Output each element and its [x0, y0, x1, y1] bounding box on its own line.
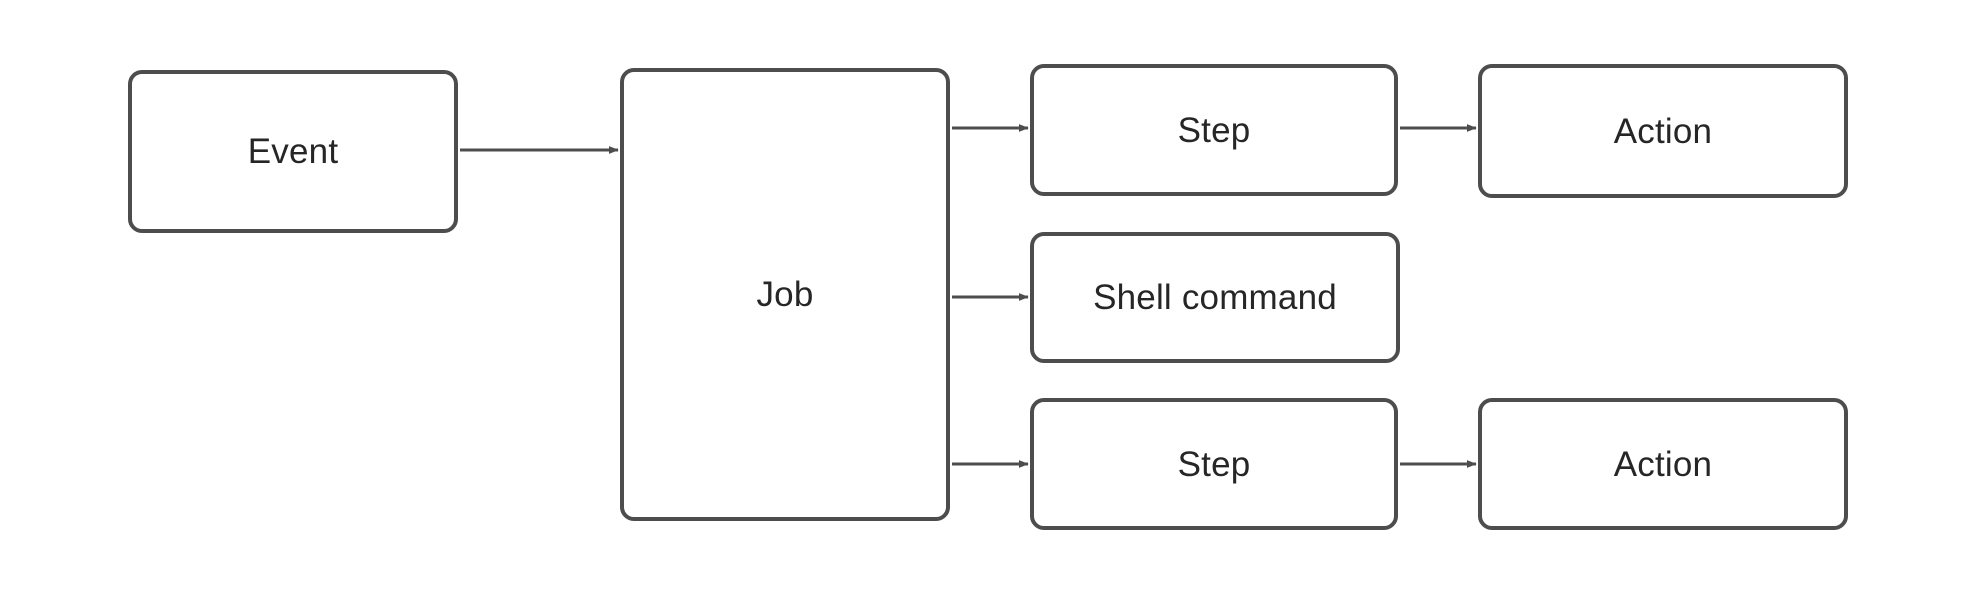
node-job-label: Job — [756, 275, 814, 314]
node-step-bottom[interactable]: Step — [1030, 398, 1398, 530]
node-shell-command-label: Shell command — [1093, 278, 1337, 317]
node-action-top-label: Action — [1613, 111, 1713, 151]
node-action-bottom-label: Action — [1613, 444, 1713, 484]
node-step-top[interactable]: Step — [1030, 64, 1398, 196]
node-event-label: Event — [247, 132, 339, 171]
node-step-bottom-label: Step — [1177, 444, 1251, 484]
node-action-bottom[interactable]: Action — [1478, 398, 1848, 530]
node-action-top[interactable]: Action — [1478, 64, 1848, 198]
node-step-top-label: Step — [1177, 110, 1251, 150]
node-shell-command[interactable]: Shell command — [1030, 232, 1400, 363]
node-event[interactable]: Event — [128, 70, 458, 233]
node-job[interactable]: Job — [620, 68, 950, 521]
